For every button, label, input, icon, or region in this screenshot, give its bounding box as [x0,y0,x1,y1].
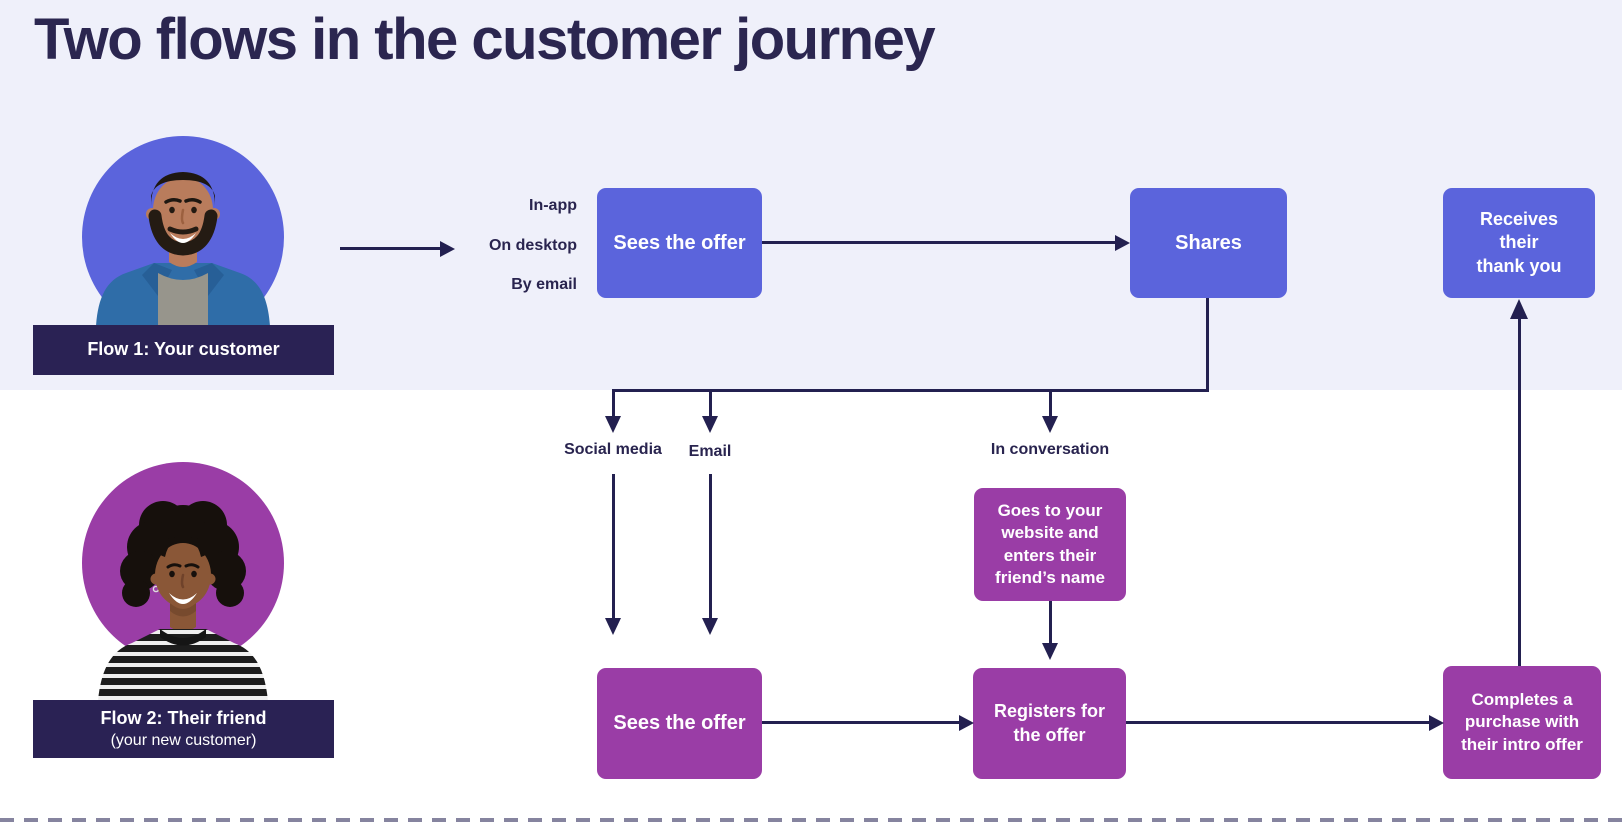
box-text-line: Receives [1479,209,1559,230]
flow2-box-sees-offer: Sees the offer [597,668,762,779]
branch-drop-social-line [611,389,615,416]
channel-by-email: By email [511,276,577,293]
arrow-sees-to-registers-line [762,721,959,724]
flow1-label-banner: Flow 1: Your customer [33,325,334,375]
flow2-label-banner: Flow 2: Their friend (your new customer) [33,700,334,758]
box-text-line: thank you [1476,255,1562,276]
arrow-email-to-sees-line [708,474,712,618]
arrow-flow1-start-line [340,247,440,250]
box-text-line: purchase with [1464,712,1580,732]
branch-label-in-conversation: In conversation [990,441,1110,458]
channel-on-desktop: On desktop [488,237,577,254]
arrow-sees-to-shares-head [1115,234,1130,251]
box-text-line: Completes a [1471,690,1573,710]
box-text-line: Goes to your [997,501,1103,521]
flow1-label: Flow 1: Your customer [87,339,280,360]
flow2-box-registers: Registers for the offer [973,668,1126,779]
box-text-line: Registers for [993,701,1106,722]
flow2-avatar [33,458,334,700]
box-text-line: Sees the offer [613,712,746,734]
branch-horizontal-line [612,389,1209,392]
box-text-line: friend’s name [995,567,1105,587]
arrow-sees-to-shares-line [762,241,1115,244]
branch-drop-conversation-head [1042,416,1058,433]
arrow-completes-to-receives-head [1510,299,1528,319]
arrow-social-to-sees-head [605,618,621,635]
arrow-flow1-start-head [440,240,455,257]
branch-drop-email-line [708,389,712,416]
arrow-social-to-sees-line [611,474,615,618]
flow1-box-sees-offer: Sees the offer [597,188,762,298]
branch-label-email: Email [688,443,732,460]
woman-photo-illustration [98,501,268,700]
arrow-email-to-sees-head [702,618,718,635]
box-text-line: Shares [1175,231,1242,254]
box-text-line: their intro offer [1461,734,1583,754]
page-title: Two flows in the customer journey [34,7,936,72]
branch-drop-social-head [605,416,621,433]
arrow-sees-to-registers-head [959,714,974,731]
arrow-registers-to-completes-line [1126,721,1429,724]
box-text-line: website and [1001,523,1099,543]
flow2-label: Flow 2: Their friend [100,708,267,729]
flow1-avatar [33,136,334,325]
flow2-box-completes-purchase: Completes a purchase with their intro of… [1443,666,1601,779]
arrow-website-to-registers-head [1042,643,1058,660]
channel-in-app: In-app [529,197,577,214]
man-photo-illustration [96,172,270,325]
flow1-box-shares: Shares [1130,188,1287,298]
arrow-website-to-registers-line [1048,601,1052,643]
box-text-line: enters their [1003,545,1097,565]
branch-drop-email-head [702,416,718,433]
flow2-box-goes-to-website: Goes to your website and enters their fr… [974,488,1126,601]
flow2-sublabel: (your new customer) [110,731,257,749]
box-text-line: Sees the offer [613,231,746,254]
box-text-line: their [1499,232,1539,253]
arrow-completes-to-receives-line [1517,318,1521,666]
arrow-registers-to-completes-head [1429,714,1444,731]
branch-drop-conversation-line [1048,389,1052,416]
branch-shares-drop-line [1206,298,1209,390]
box-text-line: the offer [1013,724,1086,745]
branch-label-social-media: Social media [564,441,662,458]
bottom-dashed-border [0,818,1622,822]
flow1-box-receives-thank-you: Receives their thank you [1443,188,1595,298]
